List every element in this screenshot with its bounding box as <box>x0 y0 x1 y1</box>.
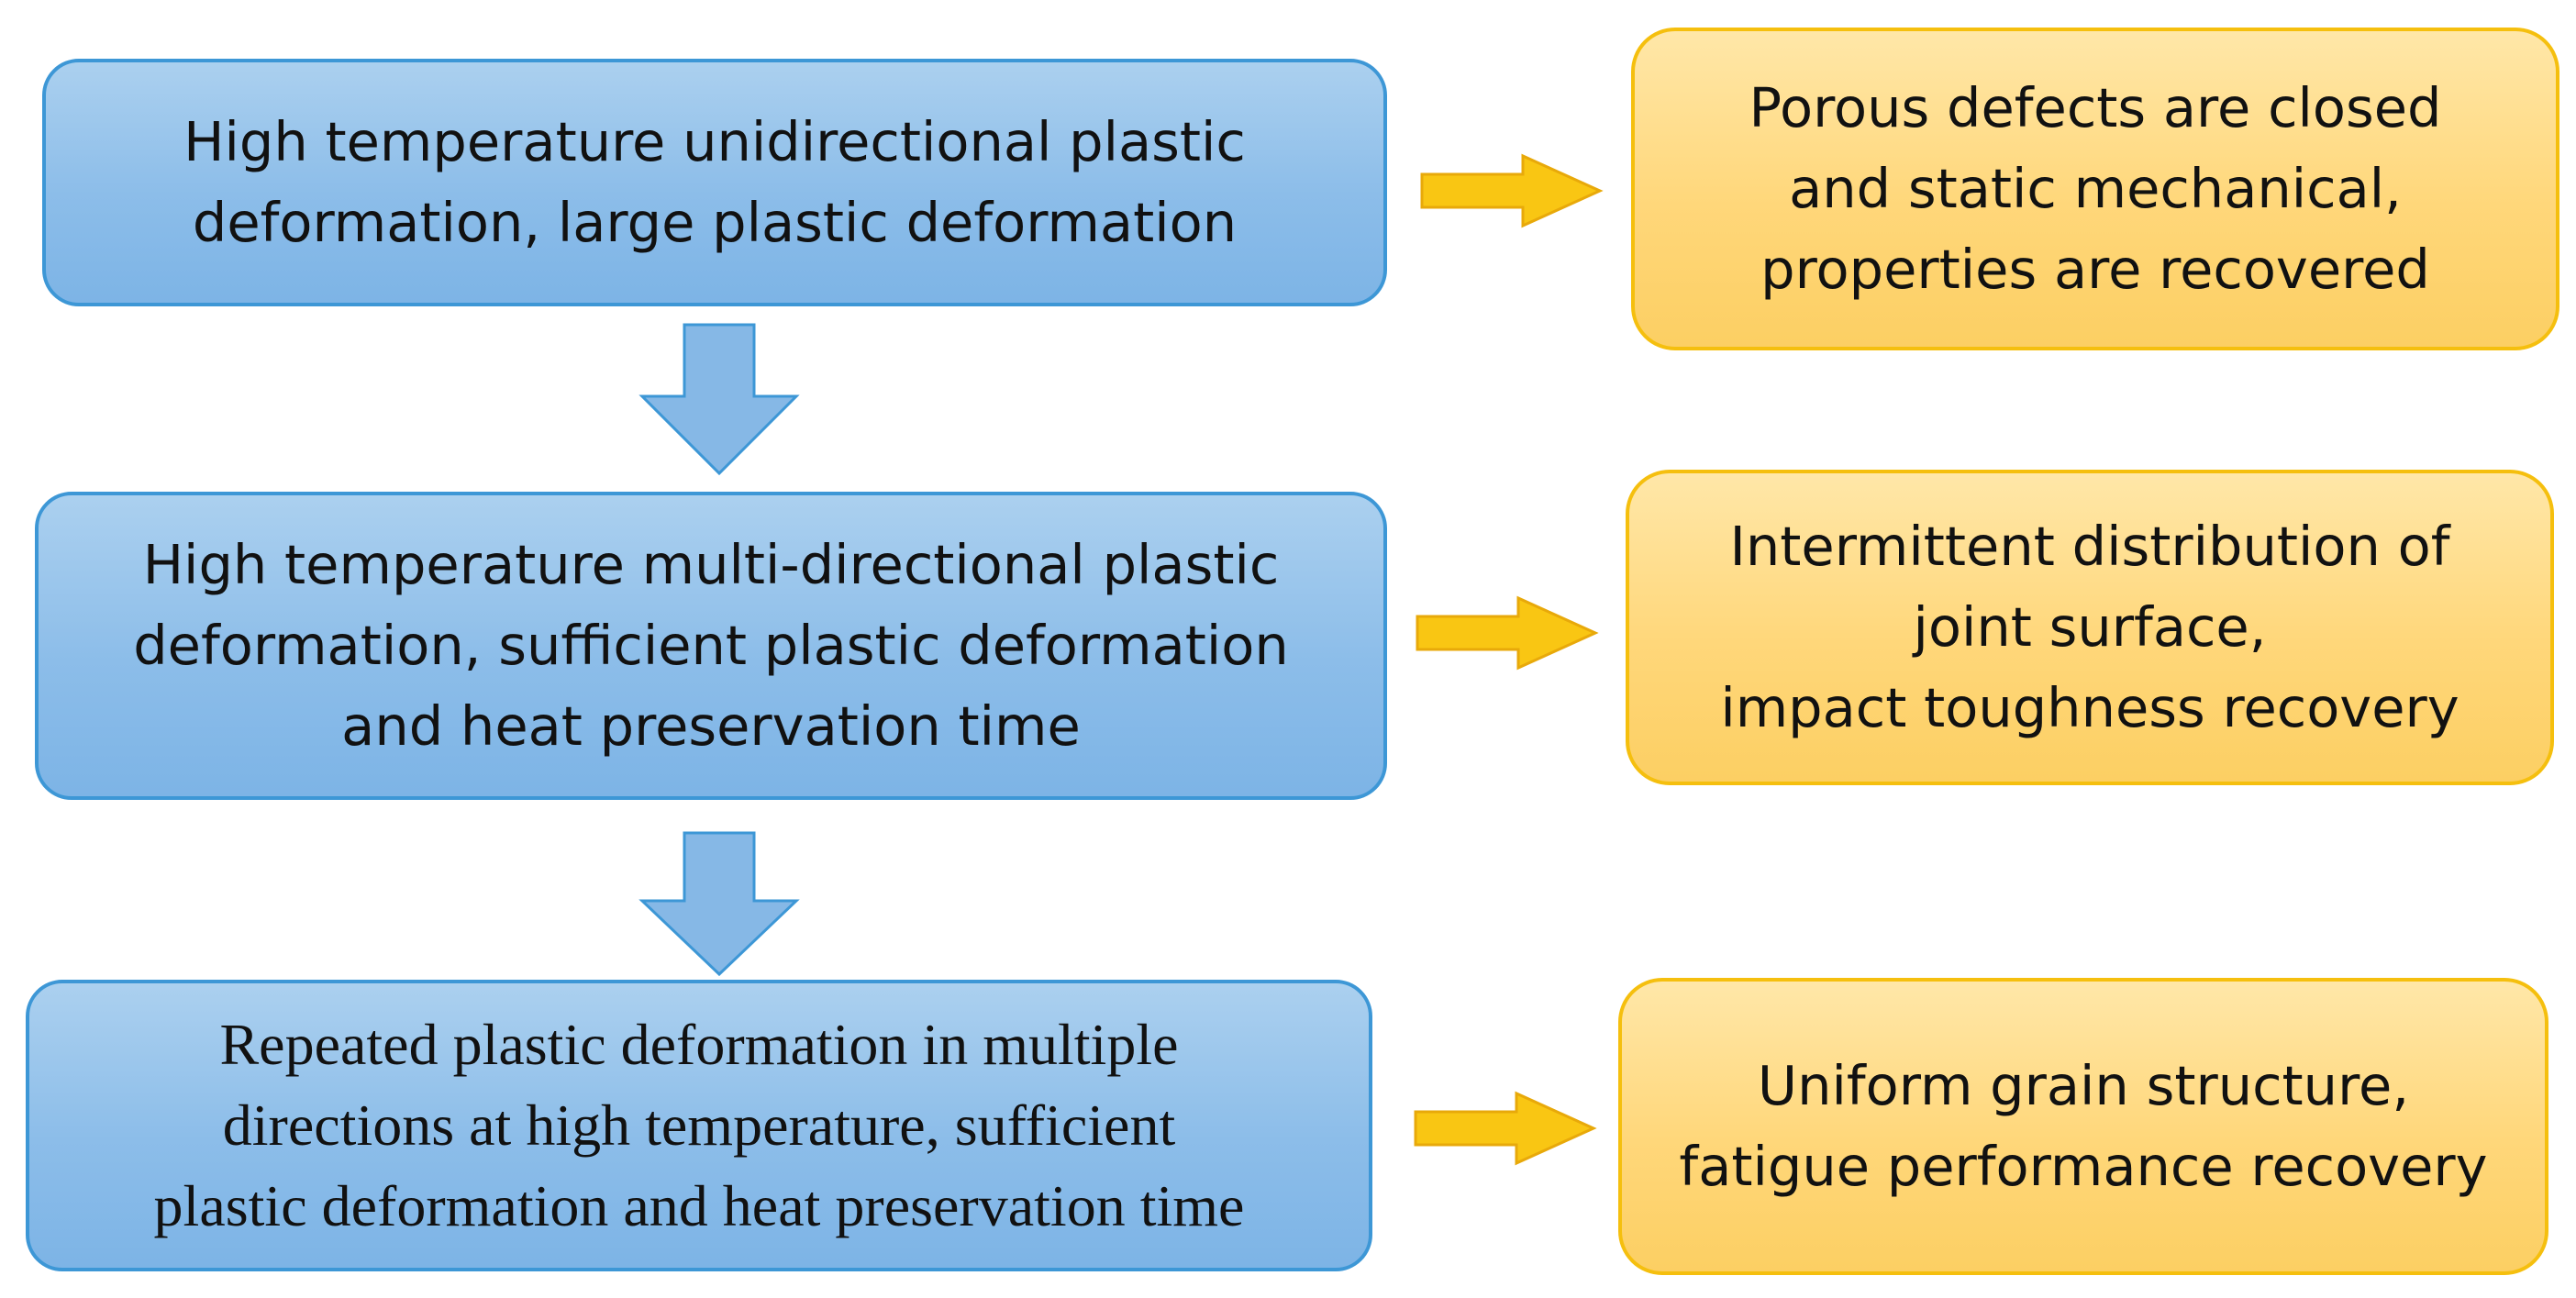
down-arrow-icon-2 <box>638 831 800 977</box>
process-box-1: High temperature unidirectional plastic … <box>42 59 1387 306</box>
result-box-2: Intermittent distribution of joint surfa… <box>1626 470 2554 785</box>
process-text-2: High temperature multi-directional plast… <box>133 533 1289 758</box>
process-text-1: High temperature unidirectional plastic … <box>183 110 1246 254</box>
result-box-1: Porous defects are closed and static mec… <box>1631 28 2559 350</box>
process-box-3: Repeated plastic deformation in multiple… <box>26 980 1372 1271</box>
process-text-3: Repeated plastic deformation in multiple… <box>153 1012 1245 1238</box>
down-arrow-icon-1 <box>638 323 800 476</box>
right-arrow-icon-3 <box>1414 1091 1597 1166</box>
process-box-2: High temperature multi-directional plast… <box>35 492 1387 800</box>
right-arrow-icon-1 <box>1420 153 1604 228</box>
result-text-2: Intermittent distribution of joint surfa… <box>1720 515 2459 739</box>
result-text-3: Uniform grain structure, fatigue perform… <box>1679 1054 2488 1198</box>
result-box-3: Uniform grain structure, fatigue perform… <box>1618 978 2548 1275</box>
right-arrow-icon-2 <box>1416 595 1599 671</box>
result-text-1: Porous defects are closed and static mec… <box>1749 76 2442 301</box>
